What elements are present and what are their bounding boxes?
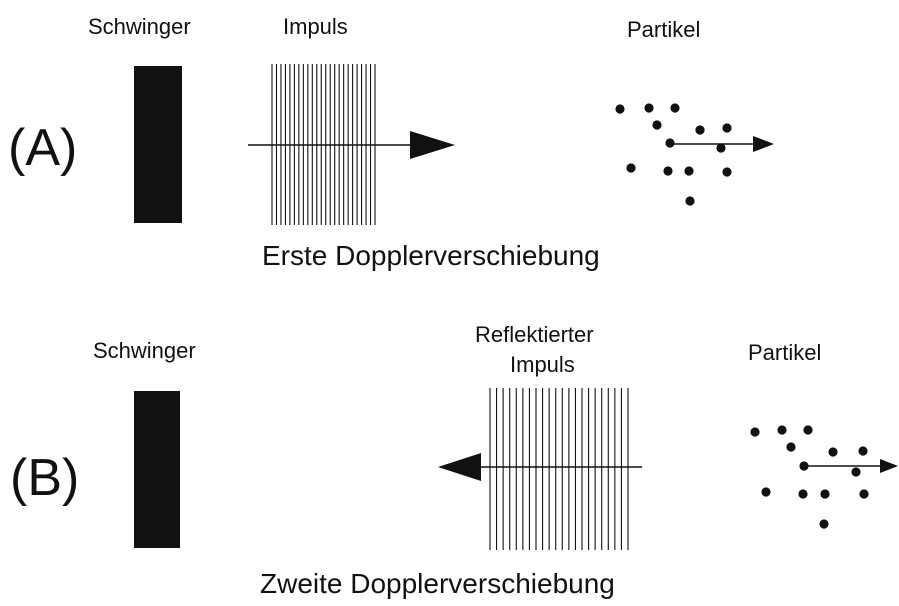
pulse-label-b-line2: Impuls [510, 352, 575, 377]
particle-cluster-b [750, 425, 869, 529]
particle-arrow-a [671, 136, 774, 152]
particle-dot-a [644, 103, 654, 113]
particle-dot-a [685, 196, 695, 206]
particle-dot-a [626, 163, 636, 173]
particle-dot-b [761, 487, 771, 497]
transducer-block-b [134, 391, 180, 548]
particle-dot-b [859, 489, 869, 499]
arrow-left-b [438, 453, 642, 481]
particle-arrow-b [805, 459, 898, 473]
particle-dot-b [828, 447, 838, 457]
particle-cluster-a [615, 103, 732, 206]
particle-dot-b [750, 427, 760, 437]
particle-dot-b [820, 489, 830, 499]
particle-label-a: Partikel [627, 17, 701, 42]
particle-label-b: Partikel [748, 340, 822, 365]
particle-dot-b [777, 425, 787, 435]
particle-dot-b [798, 489, 808, 499]
caption-b: Zweite Dopplerverschiebung [260, 568, 615, 599]
particle-dot-a [716, 143, 726, 153]
pulse-lines-b [489, 388, 629, 550]
particle-dot-a [695, 125, 705, 135]
transducer-label-b: Schwinger [93, 338, 196, 363]
particle-dot-a [665, 138, 675, 148]
pulse-label-b-line1: Reflektierter [475, 322, 594, 347]
panel-id-b: (B) [10, 449, 80, 507]
particle-dot-a [615, 104, 625, 114]
particle-dot-b [819, 519, 829, 529]
particle-dot-b [858, 446, 868, 456]
transducer-block-a [134, 66, 182, 223]
particle-dot-b [799, 461, 809, 471]
particle-dot-b [803, 425, 813, 435]
arrow-right-a [248, 131, 455, 159]
particle-dot-b [851, 467, 861, 477]
particle-dot-a [670, 103, 680, 113]
transducer-label-a: Schwinger [88, 14, 191, 39]
particle-dot-b [786, 442, 796, 452]
panel-id-a: (A) [8, 119, 78, 177]
particle-dot-a [663, 166, 673, 176]
particle-dot-a [722, 123, 732, 133]
caption-a: Erste Dopplerverschiebung [262, 240, 600, 271]
pulse-label-a: Impuls [283, 14, 348, 39]
particle-dot-a [652, 120, 662, 130]
particle-dot-a [684, 166, 694, 176]
particle-dot-a [722, 167, 732, 177]
